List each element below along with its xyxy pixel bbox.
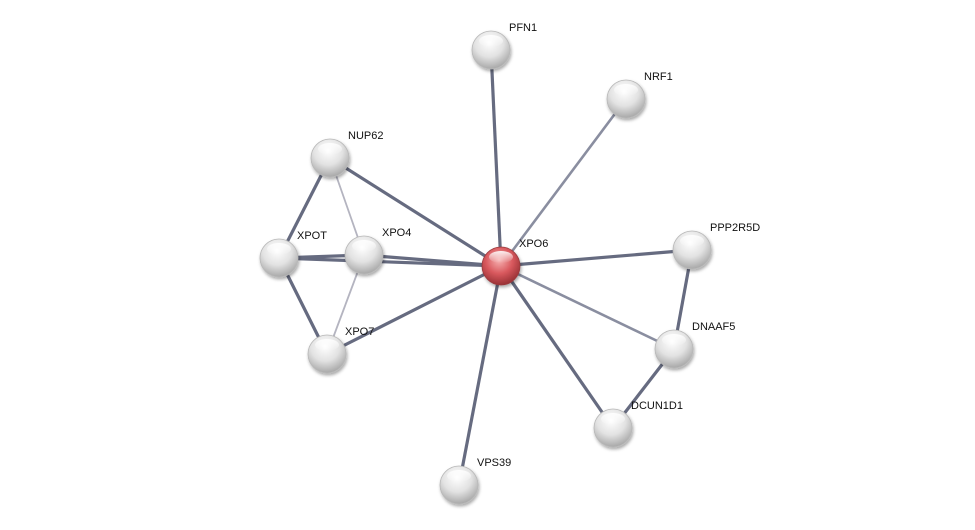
node-nrf1[interactable]: NRF1 <box>606 71 673 119</box>
node-label: XPO7 <box>345 326 374 338</box>
edge-xpo6-xpo7[interactable] <box>326 264 502 356</box>
edge-xpo6-ppp2r5d[interactable] <box>500 248 693 268</box>
node-highlight <box>489 251 513 263</box>
node-xpo6[interactable]: XPO6 <box>481 238 548 286</box>
node-xpo4[interactable]: XPO4 <box>344 227 411 275</box>
node-label: XPOT <box>297 230 327 242</box>
node-label: VPS39 <box>477 457 511 469</box>
node-label: DNAAF5 <box>692 321 735 333</box>
node-label: NRF1 <box>644 71 673 83</box>
node-label: XPO6 <box>519 238 548 250</box>
edge-xpo6-pfn1[interactable] <box>489 49 503 267</box>
node-dcun1d1[interactable]: DCUN1D1 <box>593 400 683 448</box>
node-pfn1[interactable]: PFN1 <box>471 22 537 70</box>
node-xpot[interactable]: XPOT <box>259 230 327 278</box>
node-highlight <box>352 240 376 252</box>
node-nup62[interactable]: NUP62 <box>310 130 383 178</box>
node-label: XPO4 <box>382 227 411 239</box>
node-ppp2r5d[interactable]: PPP2R5D <box>672 222 760 270</box>
node-label: DCUN1D1 <box>631 400 683 412</box>
edge-xpo6-dcun1d1[interactable] <box>499 265 615 429</box>
node-dnaaf5[interactable]: DNAAF5 <box>654 321 735 369</box>
edge-xpo6-nup62[interactable] <box>329 156 502 268</box>
node-label: NUP62 <box>348 130 383 142</box>
edge-xpo6-xpo4[interactable] <box>363 253 502 268</box>
edge-xpo6-xpot[interactable] <box>278 256 502 268</box>
node-highlight <box>601 413 625 425</box>
node-vps39[interactable]: VPS39 <box>439 457 511 505</box>
node-highlight <box>479 35 503 47</box>
node-label: PPP2R5D <box>710 222 760 234</box>
edge-xpo6-vps39[interactable] <box>457 265 503 486</box>
edge-xpo6-nrf1[interactable] <box>499 98 628 267</box>
node-highlight <box>315 339 339 351</box>
node-highlight <box>447 470 471 482</box>
node-highlight <box>614 84 638 96</box>
edge-xpo6-dnaaf5[interactable] <box>500 264 675 351</box>
node-highlight <box>267 243 291 255</box>
node-highlight <box>318 143 342 155</box>
node-label: PFN1 <box>509 22 537 34</box>
node-highlight <box>680 235 704 247</box>
node-highlight <box>662 334 686 346</box>
node-xpo7[interactable]: XPO7 <box>307 326 374 374</box>
